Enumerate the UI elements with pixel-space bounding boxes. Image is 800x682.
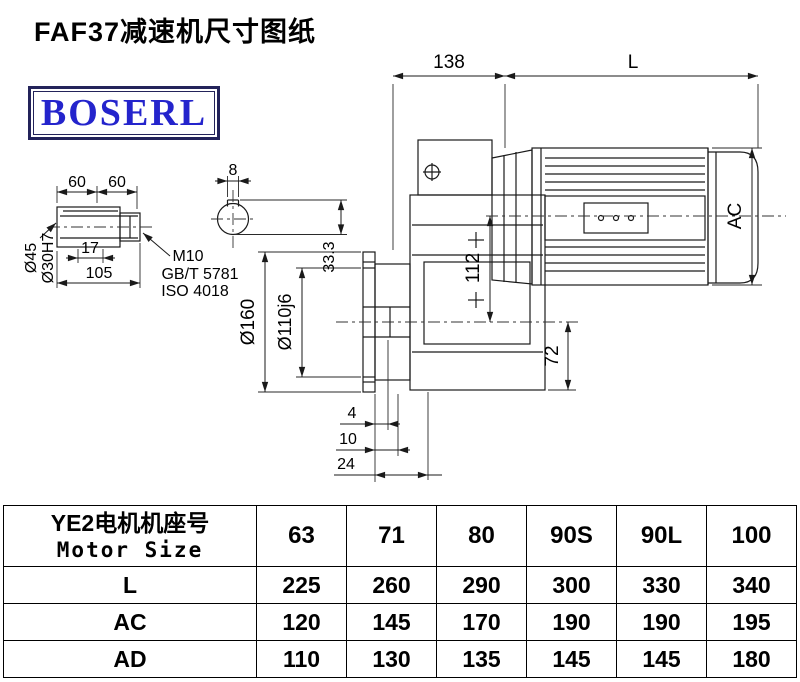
size-col-header: 90L — [616, 505, 707, 567]
row-label-cell: AC — [3, 603, 257, 641]
dim-105-label: 105 — [86, 265, 113, 282]
gearbox-housing — [409, 139, 546, 391]
value-cell: 190 — [616, 603, 707, 641]
table-row-L: L 225 260 290 300 330 340 — [3, 566, 797, 604]
dim-30-label: Ø30H7 — [40, 233, 57, 284]
main-view — [336, 139, 786, 393]
centerlines — [336, 215, 786, 323]
keyway-dimension-lines — [215, 177, 345, 235]
dim-160-label: Ø160 — [238, 299, 259, 345]
motor-size-header-cell: YE2电机机座号 Motor Size — [3, 505, 257, 567]
dim-60a-label: 60 — [68, 174, 86, 191]
table-header-row: YE2电机机座号 Motor Size 63 71 80 90S 90L 100 — [3, 505, 797, 567]
value-cell: 195 — [706, 603, 797, 641]
dim-AC-label: AC — [725, 203, 746, 229]
row-label-cell: L — [3, 566, 257, 604]
dim-110-label: Ø110j6 — [275, 294, 295, 351]
value-cell: 110 — [256, 640, 347, 678]
dim-24-label: 24 — [337, 456, 355, 473]
value-cell: 290 — [436, 566, 527, 604]
main-dimensions: 138 L AC 112 72 Ø160 Ø110j6 4 10 24 — [238, 52, 762, 482]
keyway-extension-lines — [227, 176, 347, 235]
value-cell: 300 — [526, 566, 617, 604]
value-cell: 330 — [616, 566, 707, 604]
dim-10-label: 10 — [339, 431, 357, 448]
value-cell: 225 — [256, 566, 347, 604]
size-col-header: 80 — [436, 505, 527, 567]
dim-17-label: 17 — [81, 240, 99, 257]
extension-lines — [258, 84, 762, 482]
size-col-header: 100 — [706, 505, 797, 567]
standard-iso-label: ISO 4018 — [161, 283, 229, 300]
dim-333-label: 33.3 — [321, 241, 338, 272]
technical-drawing: 138 L AC 112 72 Ø160 Ø110j6 4 10 24 — [23, 52, 786, 482]
keyway-section-detail: 8 33.3 — [211, 162, 347, 273]
motor-size-label-en: Motor Size — [56, 537, 204, 562]
table-row-AC: AC 120 145 170 190 190 195 — [3, 603, 797, 641]
value-cell: 190 — [526, 603, 617, 641]
dim-138-label: 138 — [433, 52, 465, 73]
value-cell: 170 — [436, 603, 527, 641]
page-title: FAF37减速机尺寸图纸 — [34, 17, 317, 47]
dimension-lines — [261, 72, 758, 479]
dim-72-label: 72 — [542, 345, 563, 366]
value-cell: 260 — [346, 566, 437, 604]
size-col-header: 63 — [256, 505, 347, 567]
table-row-AD: AD 110 130 135 145 145 180 — [3, 640, 797, 678]
shaft-dimension-lines — [39, 188, 171, 287]
value-cell: 145 — [616, 640, 707, 678]
dim-L-label: L — [628, 52, 639, 73]
dim-60b-label: 60 — [108, 174, 126, 191]
value-cell: 145 — [526, 640, 617, 678]
dim-4-label: 4 — [348, 405, 357, 422]
thread-label: M10 — [172, 248, 203, 265]
standard-gb-label: GB/T 5781 — [161, 266, 238, 283]
value-cell: 340 — [706, 566, 797, 604]
value-cell: 130 — [346, 640, 437, 678]
dim-8-label: 8 — [229, 162, 238, 179]
motor-adapter — [491, 149, 533, 285]
motor-size-label-cn: YE2电机机座号 — [50, 510, 210, 537]
shaft-detail: 60 60 17 105 Ø45 Ø30H7 M10 GB/T 5781 ISO… — [23, 174, 239, 300]
dim-45-label: Ø45 — [23, 243, 40, 273]
size-col-header: 90S — [526, 505, 617, 567]
row-label-cell: AD — [3, 640, 257, 678]
value-cell: 145 — [346, 603, 437, 641]
dim-112-label: 112 — [463, 253, 484, 283]
value-cell: 135 — [436, 640, 527, 678]
value-cell: 120 — [256, 603, 347, 641]
value-cell: 180 — [706, 640, 797, 678]
motor — [531, 147, 759, 286]
motor-dimension-table: YE2电机机座号 Motor Size 63 71 80 90S 90L 100… — [3, 505, 797, 678]
size-col-header: 71 — [346, 505, 437, 567]
brand-logo-text: BOSERL — [40, 92, 208, 134]
brand-logo: BOSERL — [28, 86, 220, 140]
